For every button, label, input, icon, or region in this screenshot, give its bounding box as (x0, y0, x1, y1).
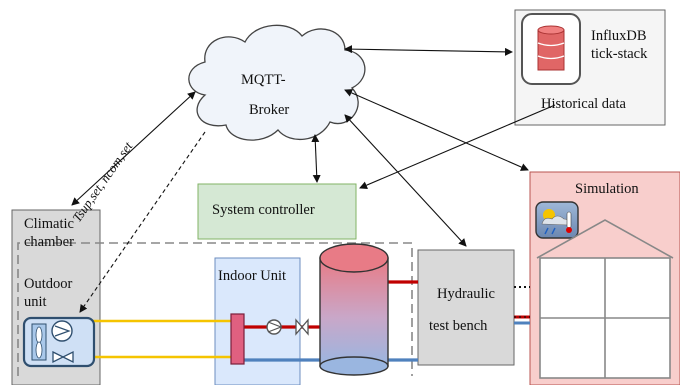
broker-label-line2: Broker (249, 102, 290, 118)
arrow-influx-controller (359, 104, 556, 189)
outdoor-unit-device (22, 316, 96, 368)
influx-caption: Historical data (541, 96, 626, 112)
cloud-icon (188, 24, 366, 141)
heat-exchanger (230, 313, 245, 365)
arrow-broker-influx (344, 45, 513, 56)
system-controller-box (197, 183, 357, 240)
influx-label-line1: InfluxDB (591, 28, 647, 44)
compressor-icon (51, 320, 73, 342)
arrow-broker-simulation (344, 89, 529, 171)
influx-label-line2: tick-stack (591, 46, 648, 62)
valve-icon (295, 318, 309, 336)
pump-icon (266, 319, 283, 335)
arrow-broker-chamber (71, 91, 196, 206)
arrow-setpoint-signal (79, 131, 206, 313)
database-icon (521, 13, 581, 85)
test-rig-boundary (17, 242, 413, 376)
system-controller-label: System controller (212, 202, 315, 218)
hydraulic-bench-box (417, 249, 515, 366)
arrow-broker-hydraulic (344, 114, 467, 247)
storage-tank-icon (319, 243, 389, 376)
broker-label-line1: MQTT- (241, 72, 286, 88)
simulation-label: Simulation (575, 181, 639, 197)
hydraulic-label-line1: Hydraulic (437, 286, 495, 302)
weather-icon (535, 201, 579, 239)
outdoor-unit-label-line2: unit (24, 294, 47, 310)
arrow-broker-controller (311, 134, 321, 183)
expansion-valve-icon (52, 350, 74, 364)
hydraulic-label-line2: test bench (429, 318, 488, 334)
climatic-label-line1: Climatic (24, 216, 74, 232)
outdoor-unit-label-line1: Outdoor (24, 276, 73, 292)
indoor-unit-label: Indoor Unit (218, 268, 287, 284)
house-icon (536, 219, 674, 379)
fan-icon (31, 323, 47, 361)
climatic-label-line2: chamber (24, 234, 74, 250)
